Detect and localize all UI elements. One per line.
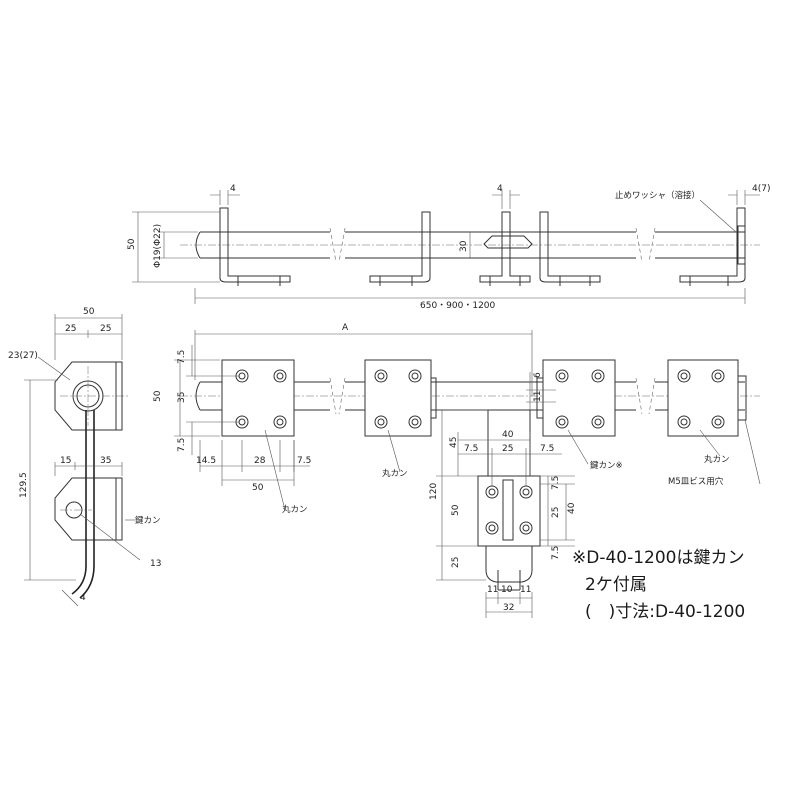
side-bracket-bottom <box>54 477 123 541</box>
dim-7-5-r: 7.5 <box>540 444 554 454</box>
label-key-ring: 鍵カン※ <box>590 460 623 471</box>
dim-14-5: 14.5 <box>196 456 216 466</box>
front-dims <box>174 330 761 511</box>
dim-50: 50 <box>127 238 137 250</box>
mount-plate-mid <box>364 359 437 437</box>
dim-28: 28 <box>254 456 266 466</box>
label-screw-hole: M5皿ビス用穴 <box>668 476 724 487</box>
dim-length: 650・900・1200 <box>420 301 496 311</box>
dim-11-a: 11 <box>487 585 498 595</box>
dim-7-5-l: 7.5 <box>464 444 478 454</box>
top-view: 4 4 4(7) 50 Φ19(Φ22) 30 650・900・1200 止めワ… <box>127 184 770 311</box>
dim-7-5-v1: 7.5 <box>551 476 561 490</box>
l-bracket <box>679 207 746 286</box>
dim-35: 35 <box>100 456 111 466</box>
note-line-2: 2ケ付属 <box>585 575 647 595</box>
dim-phi: Φ19(Φ22) <box>153 224 163 268</box>
dim-4: 4 <box>80 593 86 603</box>
dim-25-v: 25 <box>551 507 561 518</box>
label-washer: 止めワッシャ（溶接） <box>615 190 700 201</box>
dim-4-mid: 4 <box>497 184 503 194</box>
dim-50: 50 <box>153 390 163 402</box>
dim-40-v: 40 <box>567 502 577 514</box>
keeper-side <box>479 211 533 286</box>
mount-plate-left <box>221 359 295 437</box>
l-bracket <box>369 211 431 286</box>
dim-50: 50 <box>83 307 95 317</box>
dim-7-5-top: 7.5 <box>177 350 187 364</box>
mount-plate-right <box>667 359 747 437</box>
dim-129: 129.5 <box>19 472 29 498</box>
dim-23: 23(27) <box>8 351 38 361</box>
dim-50-b: 50 <box>252 483 264 493</box>
dim-10: 10 <box>501 585 513 595</box>
dim-4-left: 4 <box>230 184 236 194</box>
dim-35: 35 <box>177 392 187 403</box>
keeper-dims <box>436 409 575 618</box>
dim-50: 50 <box>451 504 461 516</box>
label-key: 鍵カン <box>135 515 161 526</box>
side-view: 50 25 25 23(27) 129.5 15 35 13 4 鍵カン <box>8 307 161 607</box>
label-round-ring-1: 丸カン <box>282 504 308 515</box>
l-bracket <box>539 211 601 286</box>
front-view: A 7.5 50 35 7.5 14.5 28 7.5 50 6 11 丸カン … <box>153 323 761 515</box>
dim-120: 120 <box>429 483 439 500</box>
notes: ※D-40-1200は鍵カン 2ケ付属 ( )寸法:D-40-1200 <box>572 548 745 622</box>
key-hasp <box>71 410 95 599</box>
dim-6: 6 <box>533 372 543 378</box>
note-line-1: ※D-40-1200は鍵カン <box>572 548 745 568</box>
dim-11: 11 <box>533 391 543 402</box>
dim-25a: 25 <box>65 324 76 334</box>
l-bracket <box>219 207 291 286</box>
dimension-lines <box>132 190 760 304</box>
dim-11-b: 11 <box>520 585 531 595</box>
note-line-3: ( )寸法:D-40-1200 <box>585 602 745 622</box>
dim-4-7: 4(7) <box>752 184 770 194</box>
dim-7-5-bot: 7.5 <box>177 438 187 452</box>
label-round-ring-2: 丸カン <box>382 468 408 479</box>
dim-13: 13 <box>150 559 161 569</box>
keeper-plate <box>477 475 541 547</box>
dim-25-b: 25 <box>451 557 461 568</box>
dim-7-5-v2: 7.5 <box>551 546 561 560</box>
mount-plate-key <box>536 359 616 437</box>
dim-25b: 25 <box>100 324 111 334</box>
dim-40: 40 <box>502 430 514 440</box>
dim-45: 45 <box>449 437 459 448</box>
keeper-view: 45 40 7.5 25 7.5 120 50 25 7.5 25 40 7.5… <box>429 409 577 618</box>
dim-30: 30 <box>459 240 469 252</box>
dim-32: 32 <box>503 603 514 613</box>
label-round-ring-3: 丸カン <box>704 454 730 465</box>
dim-A: A <box>342 323 349 333</box>
side-dims <box>24 314 141 607</box>
dim-15: 15 <box>60 456 71 466</box>
dim-7-5-r: 7.5 <box>297 456 311 466</box>
dim-25: 25 <box>502 444 513 454</box>
